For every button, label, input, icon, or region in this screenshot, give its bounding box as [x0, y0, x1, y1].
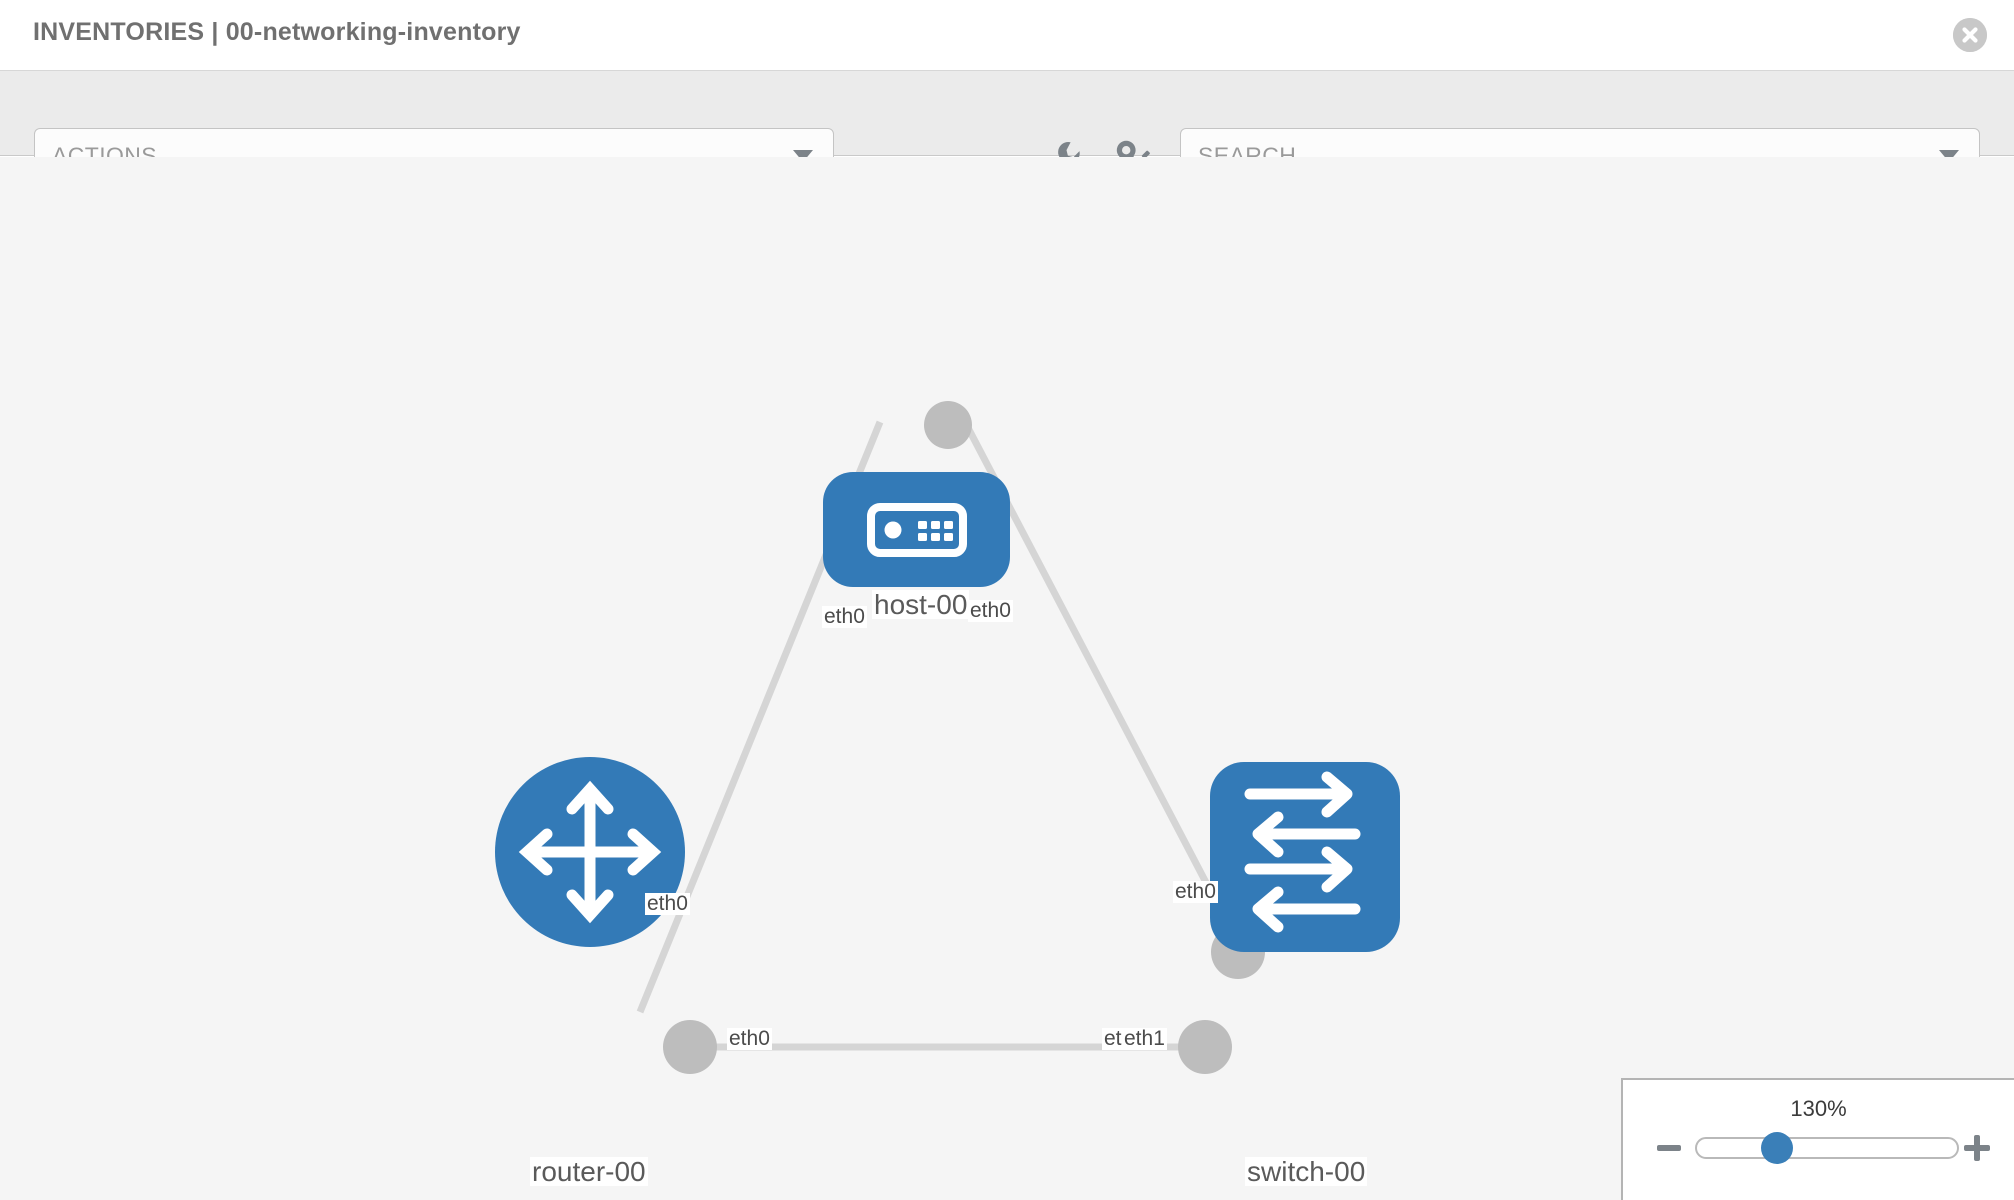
close-icon[interactable]: [1953, 18, 1987, 52]
node-label-router-00: router-00: [530, 1156, 648, 1187]
zoom-slider-thumb[interactable]: [1761, 1132, 1793, 1164]
node-switch-00[interactable]: [1210, 762, 1400, 952]
page-title: INVENTORIES | 00-networking-inventory: [33, 18, 521, 46]
node-label-switch-00: switch-00: [1245, 1156, 1368, 1187]
port-host-eth0-right[interactable]: [924, 401, 972, 449]
port-router-eth0[interactable]: [663, 1020, 717, 1074]
edge-label-switch-eth1: eth1: [1122, 1027, 1167, 1051]
port-switch-eth1[interactable]: [1178, 1020, 1232, 1074]
zoom-level-label: 130%: [1790, 1096, 1847, 1121]
node-router-00[interactable]: [495, 757, 685, 947]
edge-label-switch-eth0-up: eth0: [1173, 880, 1218, 904]
toolbar: ACTIONS SEARCH: [0, 71, 2014, 184]
zoom-panel: 130%: [1621, 1078, 2014, 1200]
minus-icon[interactable]: [1656, 1135, 1682, 1161]
edge-label-router-eth0-up: eth0: [645, 892, 690, 916]
topology-graph: [495, 401, 1400, 1074]
topology-canvas[interactable]: host-00 router-00 switch-00 eth0 eth0 et…: [0, 157, 2014, 1200]
edge-label-host-eth0-left: eth0: [822, 605, 867, 629]
node-host-00[interactable]: [823, 472, 1010, 587]
edge-label-router-eth0-right: eth0: [727, 1027, 772, 1051]
plus-icon[interactable]: [1962, 1133, 1992, 1163]
link-host-switch[interactable]: [961, 420, 1249, 959]
edge-label-host-eth0-right: eth0: [968, 599, 1013, 623]
node-label-host-00: host-00: [872, 589, 970, 620]
zoom-slider[interactable]: [1695, 1137, 1959, 1159]
page-header: INVENTORIES | 00-networking-inventory: [0, 0, 2014, 71]
